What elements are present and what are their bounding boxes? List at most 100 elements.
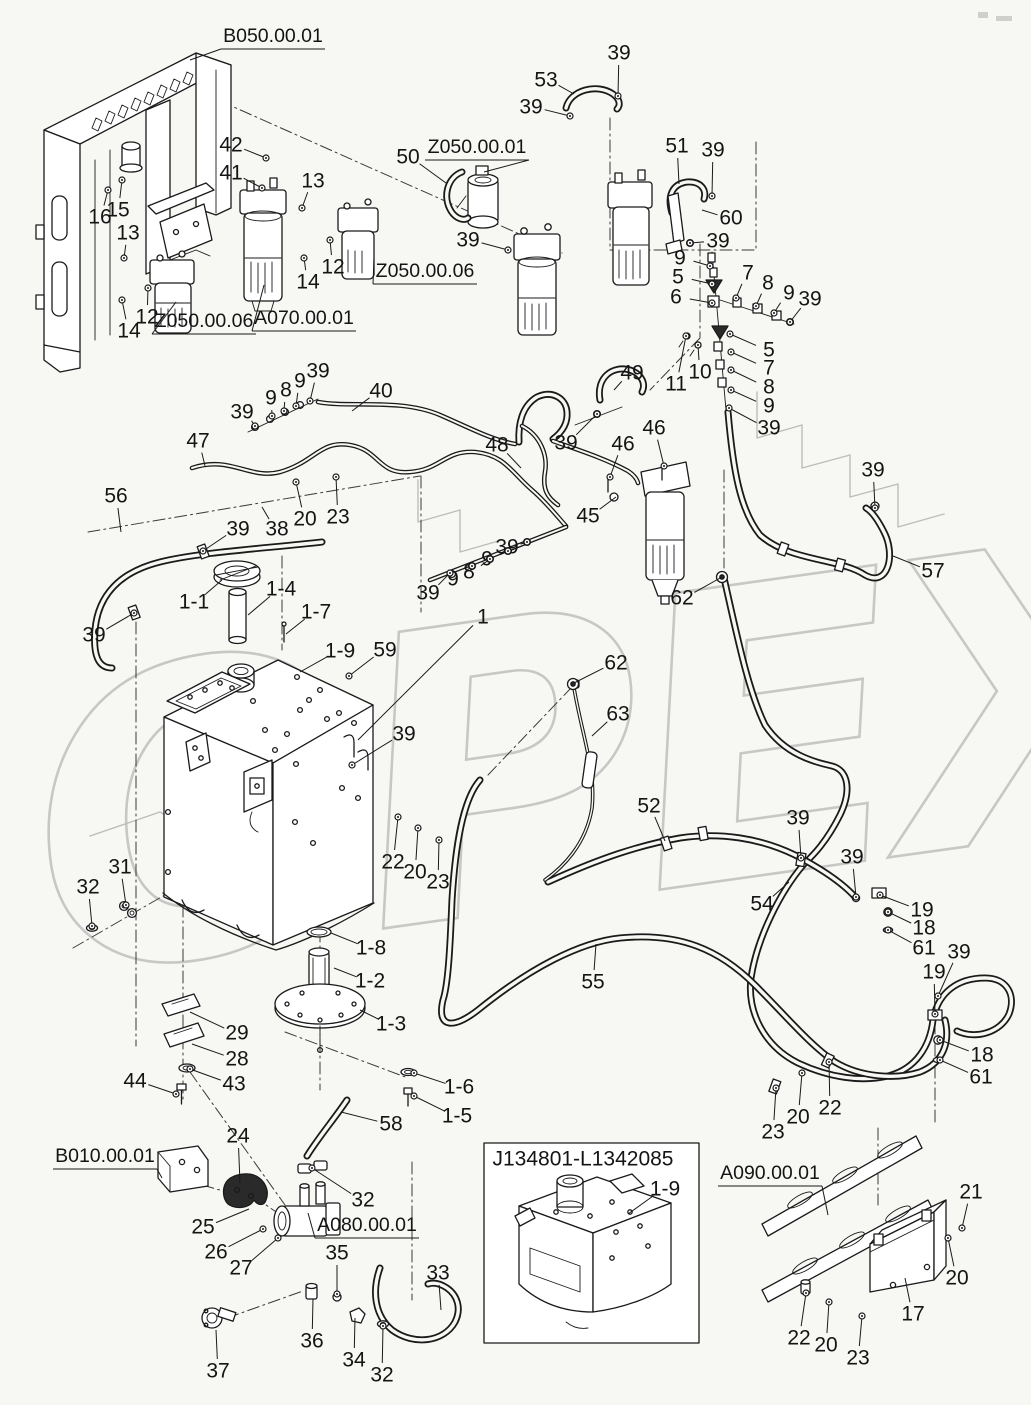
bolt-1-5	[403, 1087, 413, 1107]
leader-line	[348, 656, 374, 677]
callout-text: 17	[901, 1303, 924, 1326]
part-callout: 5	[672, 266, 716, 289]
part-callout: 63	[591, 703, 630, 737]
callout-text: 23	[426, 871, 449, 894]
part-callout: 46	[642, 417, 668, 470]
leader-line	[353, 1317, 356, 1349]
part-callout: 27	[229, 1234, 282, 1280]
hose-51	[665, 178, 709, 255]
tank-bolts	[164, 673, 362, 876]
callout-text: 43	[222, 1073, 245, 1096]
part-callout: 7	[727, 348, 775, 380]
hose-56	[91, 538, 326, 672]
callout-text: 42	[219, 134, 242, 157]
leader-line	[204, 579, 223, 595]
hose-clips	[127, 543, 835, 1095]
callout-text: 23	[846, 1347, 869, 1370]
leader-line	[939, 1039, 969, 1052]
leader-line	[189, 48, 222, 61]
part-callout: 39	[786, 807, 810, 862]
elbow-34	[349, 1307, 366, 1324]
part-callout: 18	[936, 1036, 994, 1067]
part-callout: 43	[186, 1065, 246, 1096]
part-callout: 39	[519, 96, 574, 120]
callout-text: 39	[226, 518, 249, 541]
leader-line	[215, 1329, 218, 1360]
part-callout: 1-7	[285, 601, 331, 635]
leader-line	[678, 335, 687, 373]
callout-text: 60	[719, 207, 742, 230]
part-callout: 35	[325, 1242, 349, 1298]
part-callout: 9	[265, 387, 277, 420]
leader-line	[438, 1284, 442, 1311]
leader-line	[617, 64, 620, 97]
fitting-cluster	[678, 238, 795, 411]
callout-text: 7	[742, 262, 754, 285]
leader-line	[599, 496, 617, 510]
leader-line	[701, 209, 718, 216]
part-callout: 34	[342, 1317, 366, 1372]
callout-text: 32	[76, 876, 99, 899]
part-callout: 40	[351, 380, 393, 412]
leader-line	[299, 656, 328, 673]
callout-text: 28	[225, 1048, 248, 1071]
part-callout: 61	[884, 926, 936, 960]
ref-code-label: A080.00.01	[307, 1212, 419, 1239]
callout-text: 63	[606, 703, 629, 726]
callout-text: 47	[186, 430, 209, 453]
callout-text: Z050.00.06	[376, 260, 475, 282]
part-callout: 23	[426, 836, 450, 894]
callout-text: 19	[910, 899, 933, 922]
leader-line	[800, 1292, 807, 1327]
callout-text: A080.00.01	[317, 1214, 417, 1236]
callout-text: 1-7	[301, 601, 331, 624]
callout-text: 39	[786, 807, 809, 830]
callout-text: 8	[762, 272, 774, 295]
leader-line	[887, 929, 912, 944]
inset-tank	[514, 1173, 672, 1329]
hose-54	[720, 574, 1015, 1083]
callout-text: 1-8	[356, 937, 386, 960]
part-callout: 1-6	[410, 1069, 474, 1099]
callout-text: 1-4	[266, 578, 297, 601]
part-callout: 39	[607, 42, 631, 100]
solenoid-24	[222, 1173, 268, 1209]
callout-text: 36	[300, 1330, 323, 1353]
leader-line	[573, 667, 604, 684]
leader-line	[88, 898, 93, 927]
pin-1-7	[281, 621, 287, 643]
part-callout: 58	[340, 1111, 403, 1136]
part-callout: 47	[186, 430, 210, 467]
leader-line	[285, 618, 306, 635]
callout-text: 38	[265, 518, 288, 541]
leader-line	[202, 534, 227, 552]
part-callout: 23	[846, 1312, 870, 1370]
callout-text: 44	[123, 1070, 147, 1093]
callout-text: 55	[581, 971, 604, 994]
leader-line	[858, 1315, 863, 1347]
callout-text: 1-9	[650, 1178, 680, 1201]
part-callout: 20	[403, 824, 427, 884]
part-callout: 20	[786, 1069, 810, 1129]
part-callout: 19	[876, 891, 934, 922]
part-callout: 16	[88, 186, 112, 229]
part-callout: 52	[637, 795, 666, 842]
callout-text: 11	[665, 373, 687, 396]
leader-line	[215, 1208, 250, 1224]
part-callout: 38	[261, 506, 289, 541]
leader-line	[311, 1167, 352, 1195]
hose-58	[303, 1096, 351, 1160]
cable-63	[543, 679, 598, 882]
callout-text: 9	[783, 282, 795, 305]
part-callout: 15	[106, 176, 130, 222]
callout-text: 9	[447, 568, 459, 591]
part-callout: 21	[958, 1181, 983, 1232]
callout-text: 39	[306, 360, 329, 383]
part-callout: 12	[321, 236, 345, 279]
callout-text: 1-9	[325, 640, 355, 663]
callout-text: 49	[620, 362, 643, 385]
leader-line	[677, 157, 680, 185]
filler-neck-1-4	[228, 587, 247, 645]
leader-line	[821, 1185, 829, 1216]
part-callout: 22	[787, 1289, 811, 1350]
